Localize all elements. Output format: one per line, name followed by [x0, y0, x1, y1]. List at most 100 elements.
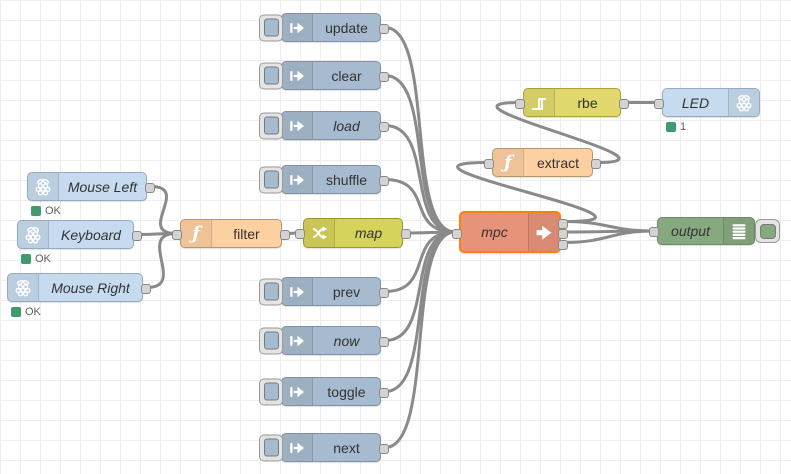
output-port[interactable]	[619, 98, 629, 109]
output-port[interactable]	[280, 229, 290, 240]
raspberry-pi-icon	[8, 274, 39, 301]
node-output[interactable]: output	[649, 217, 780, 245]
inject-arrow-icon	[282, 278, 313, 305]
inject-trigger-button[interactable]	[259, 434, 283, 461]
node-inject-load[interactable]: load	[259, 111, 389, 140]
node-label: rbe	[577, 94, 598, 111]
rbe-icon	[524, 89, 555, 116]
node-inject-prev[interactable]: prev	[259, 277, 389, 306]
button-inner	[263, 282, 279, 301]
output-port[interactable]	[379, 121, 389, 132]
node-rbe[interactable]: rbe	[515, 88, 629, 117]
output-port[interactable]	[379, 71, 389, 82]
output-port[interactable]	[379, 175, 389, 186]
output-port[interactable]	[132, 230, 142, 241]
output-port[interactable]	[591, 158, 601, 169]
inject-arrow-icon	[282, 14, 313, 41]
raspberry-pi-icon	[18, 221, 49, 248]
wire-inject-toggle-to-mpc[interactable]	[383, 230, 457, 393]
wire-mpc-to-output[interactable]	[563, 229, 655, 244]
wire-inject-next-to-mpc[interactable]	[383, 230, 457, 449]
inject-arrow-icon	[282, 434, 313, 461]
inject-trigger-button[interactable]	[259, 378, 283, 405]
inject-trigger-button[interactable]	[259, 62, 283, 89]
node-extract[interactable]: ƒ extract	[484, 148, 601, 177]
status-text: OK	[25, 306, 41, 318]
node-inject-next[interactable]: next	[259, 433, 389, 462]
wire-inject-update-to-mpc[interactable]	[383, 26, 457, 234]
node-label: load	[333, 117, 360, 134]
raspberry-pi-icon	[28, 173, 59, 200]
node-inject-clear[interactable]: clear	[259, 61, 389, 90]
input-port[interactable]	[515, 98, 525, 109]
output-port[interactable]	[379, 23, 389, 34]
node-keyboard[interactable]: Keyboard	[17, 220, 142, 249]
node-label: LED	[681, 94, 710, 111]
status-mouse-right: OK	[11, 306, 41, 318]
wire-mouse-left-to-filter[interactable]	[149, 185, 178, 235]
output-port[interactable]	[379, 336, 389, 347]
node-label: now	[333, 332, 360, 349]
button-inner	[263, 438, 279, 457]
inject-trigger-button[interactable]	[259, 278, 283, 305]
button-inner	[263, 382, 279, 401]
wire-inject-shuffle-to-mpc[interactable]	[383, 178, 457, 234]
inject-trigger-button[interactable]	[259, 14, 283, 41]
status-dot	[11, 307, 21, 317]
input-port[interactable]	[649, 227, 659, 237]
button-inner	[263, 331, 279, 350]
input-port[interactable]	[654, 98, 664, 109]
shuffle-icon	[304, 219, 335, 247]
input-port[interactable]	[452, 229, 462, 239]
output-port[interactable]	[558, 218, 568, 229]
node-label: extract	[536, 154, 579, 171]
inject-trigger-button[interactable]	[259, 112, 283, 139]
output-port[interactable]	[379, 287, 389, 298]
input-port[interactable]	[172, 229, 182, 240]
export-arrow-icon	[528, 213, 559, 251]
node-label: Mouse Right	[51, 279, 130, 296]
output-port[interactable]	[379, 443, 389, 454]
node-label: output	[671, 223, 710, 239]
output-port[interactable]	[141, 283, 151, 294]
output-port[interactable]	[379, 387, 389, 398]
input-port[interactable]	[484, 158, 494, 169]
wire-extract-to-rbe[interactable]	[495, 101, 621, 164]
output-port[interactable]	[145, 182, 155, 193]
node-inject-update[interactable]: update	[259, 13, 389, 42]
inject-trigger-button[interactable]	[259, 166, 283, 193]
wire-inject-clear-to-mpc[interactable]	[383, 74, 457, 234]
node-label: clear	[331, 67, 362, 84]
node-inject-toggle[interactable]: toggle	[259, 377, 389, 406]
function-icon: ƒ	[493, 149, 524, 176]
node-label: toggle	[327, 383, 366, 400]
wire-mouse-right-to-filter[interactable]	[145, 232, 178, 289]
button-inner	[263, 170, 279, 189]
node-mouse-left[interactable]: Mouse Left	[27, 172, 155, 201]
node-inject-shuffle[interactable]: shuffle	[259, 165, 389, 194]
status-dot	[31, 206, 41, 216]
input-port[interactable]	[295, 229, 305, 239]
debug-list-icon	[723, 218, 754, 244]
node-label: shuffle	[326, 171, 367, 188]
status-mouse-left: OK	[31, 205, 61, 217]
node-led[interactable]: LED	[654, 88, 760, 117]
button-inner	[759, 223, 776, 239]
button-inner	[263, 116, 279, 135]
wire-mpc-to-extract[interactable]	[456, 161, 597, 223]
status-text: OK	[45, 205, 61, 217]
inject-trigger-button[interactable]	[259, 327, 283, 354]
node-map[interactable]: map	[295, 218, 411, 248]
output-port[interactable]	[558, 229, 568, 239]
debug-toggle-button[interactable]	[755, 219, 780, 243]
node-inject-now[interactable]: now	[259, 326, 389, 355]
output-port[interactable]	[558, 239, 568, 250]
node-mpc[interactable]: mpc	[452, 211, 568, 253]
wire-inject-now-to-mpc[interactable]	[383, 230, 457, 342]
wire-inject-load-to-mpc[interactable]	[383, 124, 457, 234]
node-mouse-right[interactable]: Mouse Right	[7, 273, 151, 302]
status-text: OK	[35, 253, 51, 265]
output-port[interactable]	[401, 229, 411, 239]
